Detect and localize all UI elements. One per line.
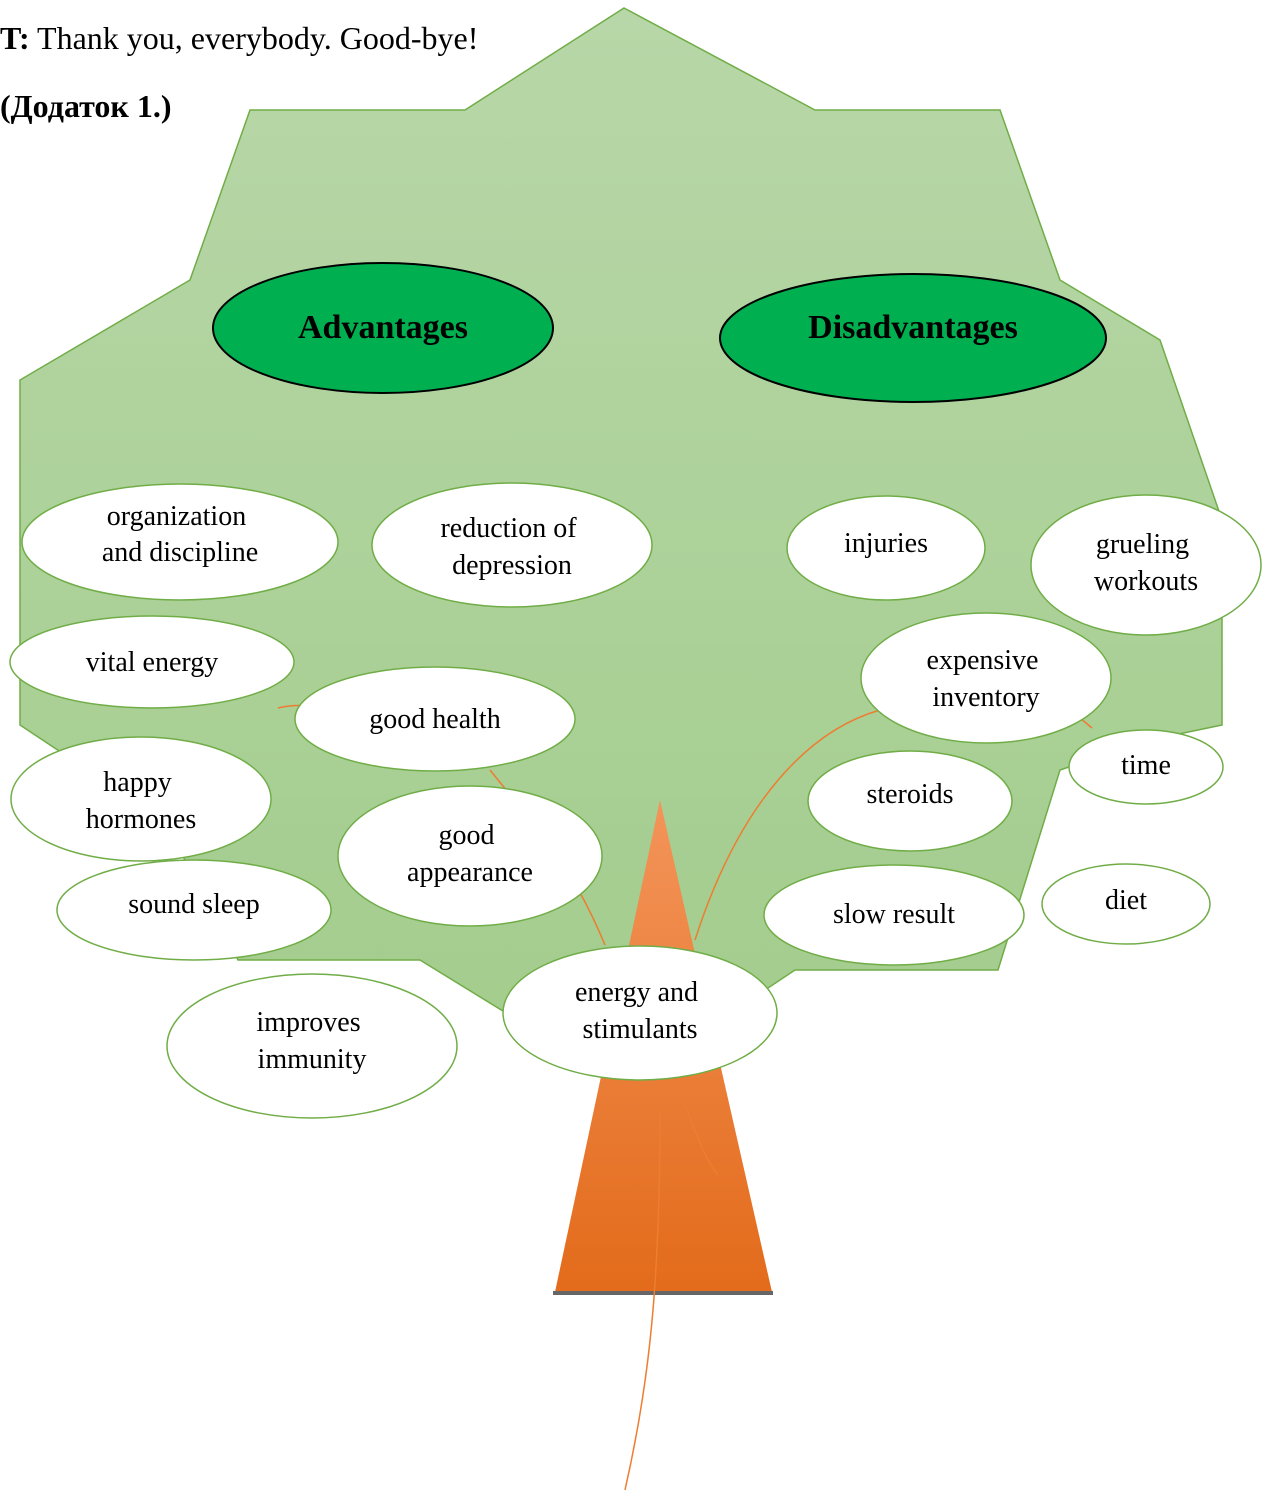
node-organization-and-discipline: organization and discipline bbox=[21, 483, 339, 601]
svg-text:good appearance: good appearance bbox=[407, 820, 533, 888]
svg-text:organization and disci: organization and discipline bbox=[102, 501, 258, 568]
node-appearance-line-2: appearance bbox=[407, 857, 533, 888]
speaker-label: T: bbox=[0, 20, 30, 56]
node-expensive-inventory: expensive inventory bbox=[860, 612, 1112, 744]
node-steroids-label: steroids bbox=[866, 779, 953, 810]
node-immunity-line-1: improves bbox=[256, 1007, 360, 1038]
svg-text:energy and stimulants: energy and stimulants bbox=[575, 977, 705, 1045]
node-grueling-line-2: workouts bbox=[1094, 566, 1198, 597]
node-vital-energy-label: vital energy bbox=[86, 647, 218, 678]
node-energy-line-2: stimulants bbox=[582, 1014, 697, 1045]
node-diet-label: diet bbox=[1105, 885, 1147, 916]
node-happy-line-2: hormones bbox=[86, 804, 196, 835]
closing-text: Thank you, everybody. Good-bye! bbox=[37, 20, 479, 56]
node-happy-hormones: happy hormones bbox=[10, 736, 272, 862]
node-slow-result: slow result bbox=[763, 864, 1025, 966]
connector-expensive-inventory bbox=[694, 709, 881, 941]
node-sound-sleep: sound sleep bbox=[56, 859, 332, 961]
node-immunity-line-2: immunity bbox=[258, 1044, 367, 1075]
node-good-appearance: good appearance bbox=[337, 785, 603, 927]
node-happy-line-1: happy bbox=[103, 767, 171, 798]
node-good-health-label: good health bbox=[369, 704, 500, 735]
appendix-label: (Додаток 1.) bbox=[0, 88, 172, 124]
header-advantages: Advantages bbox=[212, 262, 554, 394]
svg-text:expensive inventory: expensive inventory bbox=[927, 645, 1046, 713]
node-slow-result-label: slow result bbox=[833, 899, 955, 930]
node-reduction-of-depression: reduction of depression bbox=[371, 482, 653, 608]
node-time: time bbox=[1068, 729, 1224, 805]
header-disadvantages: Disadvantages bbox=[719, 273, 1107, 403]
node-improves-immunity: improves immunity bbox=[166, 973, 458, 1119]
node-organization-line-1: organization bbox=[107, 501, 246, 532]
svg-text:improves immunity: improves immunity bbox=[256, 1007, 367, 1075]
node-expensive-line-2: inventory bbox=[932, 682, 1039, 713]
svg-text:happy hormones: happy hormones bbox=[86, 767, 196, 835]
node-grueling-workouts: grueling workouts bbox=[1030, 494, 1262, 636]
node-injuries-label: injuries bbox=[844, 528, 928, 559]
node-good-health: good health bbox=[294, 666, 576, 772]
connector-trunk-inner bbox=[684, 1104, 719, 1176]
node-energy-and-stimulants: energy and stimulants bbox=[502, 945, 778, 1081]
node-reduction-line-2: depression bbox=[452, 550, 572, 581]
node-reduction-line-1: reduction of bbox=[440, 513, 577, 544]
node-energy-line-1: energy and bbox=[575, 977, 698, 1008]
node-vital-energy: vital energy bbox=[9, 615, 295, 709]
node-sound-sleep-label: sound sleep bbox=[128, 889, 259, 920]
node-expensive-line-1: expensive bbox=[927, 645, 1039, 676]
node-appearance-line-1: good bbox=[439, 820, 495, 851]
node-time-label: time bbox=[1121, 750, 1171, 781]
svg-text:reduction of depressio: reduction of depression bbox=[440, 513, 583, 581]
node-injuries: injuries bbox=[786, 495, 986, 601]
node-organization-line-2: and discipline bbox=[102, 537, 258, 568]
header-disadvantages-label: Disadvantages bbox=[808, 309, 1018, 346]
connector-root bbox=[624, 1109, 661, 1491]
closing-line: T: Thank you, everybody. Good-bye! bbox=[0, 22, 478, 54]
svg-text:grueling workouts: grueling workouts bbox=[1094, 529, 1198, 597]
node-steroids: steroids bbox=[807, 750, 1013, 852]
node-diet: diet bbox=[1041, 863, 1211, 945]
node-grueling-line-1: grueling bbox=[1096, 529, 1189, 560]
header-advantages-label: Advantages bbox=[298, 309, 468, 346]
